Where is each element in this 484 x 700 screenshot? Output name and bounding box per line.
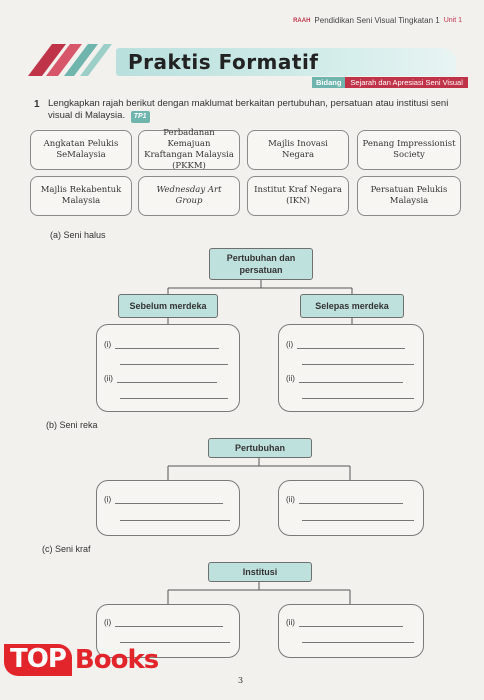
answer-line: [120, 364, 228, 365]
watermark-books: Books: [74, 645, 159, 675]
answer-line: (i): [104, 495, 224, 504]
item-number: (i): [104, 340, 112, 349]
answer-line: (i): [286, 340, 406, 349]
diagram-root-box: Pertubuhan: [208, 438, 312, 458]
banner-stripes-decoration: [28, 44, 112, 76]
answer-line: (i): [104, 340, 220, 349]
answer-line: [120, 642, 230, 643]
question-text: Lengkapkan rajah berikut dengan maklumat…: [48, 98, 458, 123]
bidang-value: Sejarah dan Apresiasi Seni Visual: [345, 77, 468, 88]
title-banner: [116, 48, 456, 76]
item-number: (ii): [286, 374, 295, 383]
answer-line: [120, 398, 228, 399]
option-box: Wednesday Art Group: [138, 176, 240, 216]
option-box: Institut Kraf Negara (IKN): [247, 176, 349, 216]
publisher-logo: RAAH: [293, 17, 311, 24]
answer-box: [278, 480, 424, 536]
topbooks-watermark: TOP Books: [4, 644, 159, 676]
running-title: Pendidikan Seni Visual Tingkatan 1: [314, 16, 440, 25]
answer-line: [120, 520, 230, 521]
diagram-root-box: Pertubuhan dan persatuan: [209, 248, 313, 280]
branch-box-right: Selepas merdeka: [300, 294, 404, 318]
answer-box: [96, 480, 240, 536]
answer-box: [96, 324, 240, 412]
answer-line: [302, 642, 414, 643]
item-number: (i): [104, 495, 112, 504]
answer-box: [278, 324, 424, 412]
section-b-label: (b) Seni reka: [46, 420, 98, 430]
bidang-label: Bidang: [312, 77, 346, 88]
item-number: (ii): [104, 374, 113, 383]
branch-box-left: Sebelum merdeka: [118, 294, 218, 318]
answer-line: [302, 398, 414, 399]
item-number: (ii): [286, 618, 295, 627]
answer-line: (i): [104, 618, 224, 627]
unit-label: Unit 1: [443, 17, 462, 24]
question-prompt: Lengkapkan rajah berikut dengan maklumat…: [48, 98, 449, 121]
bidang-tag: Bidang Sejarah dan Apresiasi Seni Visual: [312, 77, 468, 88]
option-box: Angkatan Pelukis SeMalaysia: [30, 130, 132, 170]
option-box: Perbadanan Kemajuan Kraftangan Malaysia …: [138, 128, 240, 171]
question-number: 1: [34, 99, 40, 110]
running-header: RAAH Pendidikan Seni Visual Tingkatan 1 …: [293, 16, 462, 25]
section-a-label: (a) Seni halus: [50, 230, 106, 240]
answer-box: [96, 604, 240, 658]
item-number: (ii): [286, 495, 295, 504]
option-box: Majlis Rekabentuk Malaysia: [30, 176, 132, 216]
item-number: (i): [104, 618, 112, 627]
option-box: Majlis Inovasi Negara: [247, 130, 349, 170]
option-box: Penang Impressionist Society: [357, 130, 461, 170]
page-number: 3: [238, 676, 244, 685]
page-title: Praktis Formatif: [128, 50, 319, 74]
answer-line: (ii): [286, 374, 403, 383]
answer-line: (ii): [286, 495, 403, 504]
diagram-root-box: Institusi: [208, 562, 312, 582]
answer-box: [278, 604, 424, 658]
answer-line: [302, 520, 414, 521]
watermark-top: TOP: [4, 644, 72, 676]
option-box: Persatuan Pelukis Malaysia: [357, 176, 461, 216]
answer-line: (ii): [286, 618, 403, 627]
answer-line: [302, 364, 414, 365]
item-number: (i): [286, 340, 294, 349]
tp-badge: TP1: [130, 111, 150, 123]
answer-line: (ii): [104, 374, 217, 383]
section-c-label: (c) Seni kraf: [42, 544, 91, 554]
